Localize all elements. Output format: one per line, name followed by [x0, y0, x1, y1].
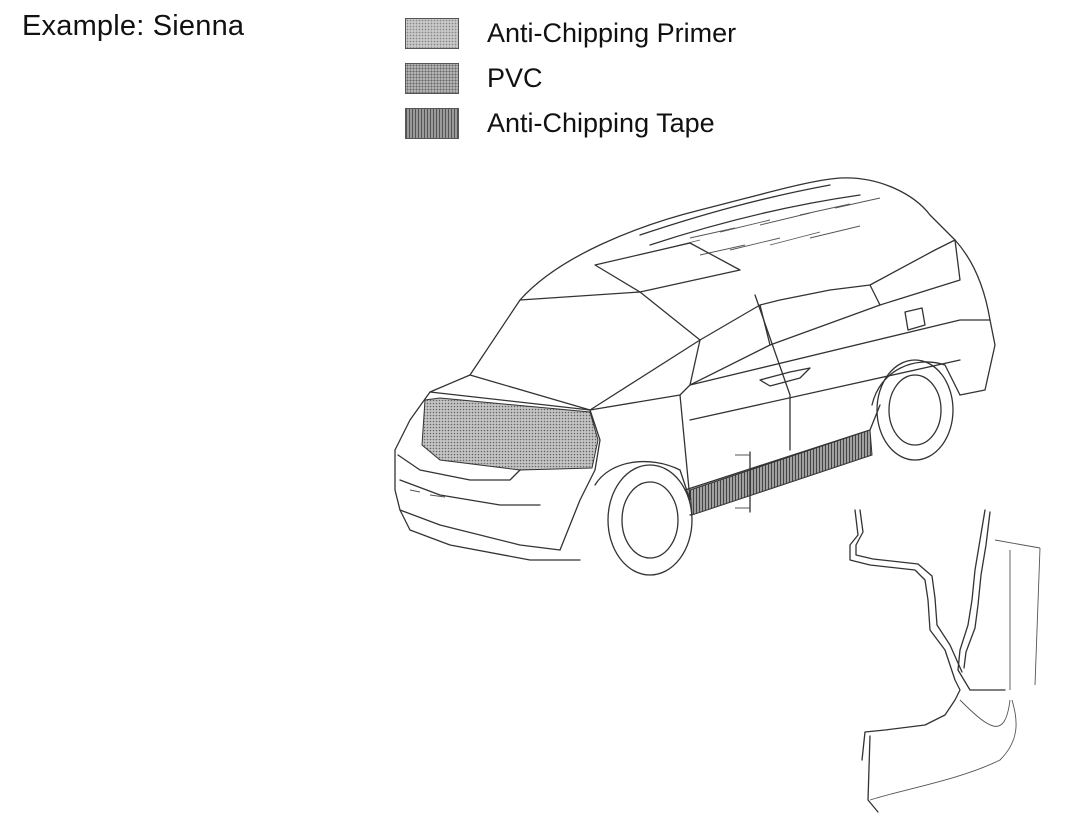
- van-body: [394, 177, 996, 576]
- front-wheel: [607, 464, 693, 576]
- rear-wheel: [876, 359, 954, 461]
- tape-swatch: [405, 108, 459, 139]
- legend-label: Anti-Chipping Tape: [487, 108, 715, 138]
- hood-primer-area: [421, 397, 599, 471]
- pvc-swatch: [405, 63, 459, 94]
- diagram-title: Example: Sienna: [22, 10, 245, 42]
- sill-cross-section: [849, 509, 1041, 813]
- primer-swatch: [405, 18, 459, 49]
- legend-label: PVC: [487, 63, 543, 93]
- legend-label: Anti-Chipping Primer: [487, 18, 737, 48]
- sill-tape-area: [689, 429, 873, 516]
